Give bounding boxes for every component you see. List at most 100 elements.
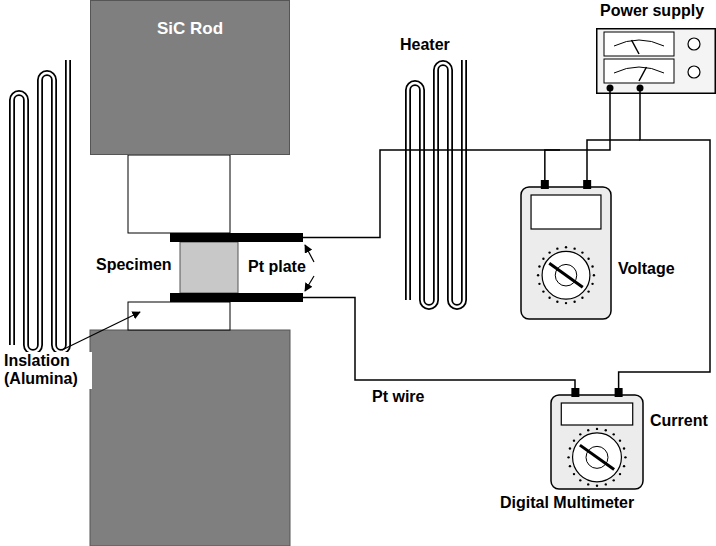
leader-arrow <box>62 312 140 350</box>
digital-multimeter-drawing <box>520 180 612 320</box>
dial-tick <box>573 439 575 441</box>
meter-display <box>561 403 632 425</box>
part-label: Heater <box>400 36 450 54</box>
part-label: Pt wire <box>372 388 424 406</box>
heater-coil <box>408 60 464 307</box>
dial-tick <box>624 456 626 458</box>
dial-tick <box>565 302 567 304</box>
dial-tick <box>548 297 550 299</box>
analog-meter <box>604 32 674 56</box>
pt-plate <box>170 233 303 242</box>
meter-terminal <box>615 388 623 397</box>
meter-body <box>551 395 643 489</box>
dial-tick <box>565 246 567 248</box>
heater-coil <box>12 60 68 352</box>
meter-scale <box>614 40 664 46</box>
dial-tick <box>593 274 595 276</box>
dial-tick <box>605 429 607 431</box>
part-label: Inslation (Alumina) <box>2 352 92 389</box>
dial-tick <box>548 251 550 253</box>
part-label: Pt plate <box>248 258 306 276</box>
text-anchor: Voltage <box>618 260 675 278</box>
output-terminal <box>637 85 644 92</box>
dial-tick <box>538 265 540 267</box>
node-sublabel: Digital Multimeter <box>500 494 634 512</box>
control-knob <box>688 38 700 50</box>
dial-tick <box>542 290 544 292</box>
control-knob <box>688 66 700 78</box>
dial-tick <box>591 265 593 267</box>
dial-tick <box>613 433 615 435</box>
digital-multimeter-drawing <box>550 388 644 490</box>
wire <box>587 140 640 180</box>
alumina-insulation <box>128 302 230 330</box>
text-anchor: Power supply <box>600 2 704 20</box>
meter-display <box>531 195 601 229</box>
dial-pointer <box>549 263 582 287</box>
supply-body <box>597 29 716 94</box>
dial-tick <box>579 433 581 435</box>
dial-tick <box>623 465 625 467</box>
dial-tick <box>569 465 571 467</box>
heater-coil <box>408 60 464 307</box>
dial-tick <box>613 479 615 481</box>
meter-dial <box>542 251 590 299</box>
dial-tick <box>591 283 593 285</box>
meter-needle <box>632 40 640 54</box>
heater-coil <box>12 60 68 352</box>
dial-tick <box>587 429 589 431</box>
dial-tick <box>596 428 598 430</box>
dial-tick <box>567 456 569 458</box>
text-anchor: Current <box>650 412 708 430</box>
digital-multimeter: Voltage <box>520 180 612 320</box>
meter-terminal <box>541 180 549 189</box>
digital-multimeter: CurrentDigital Multimeter <box>550 388 644 490</box>
sic-rod: SiC Rod <box>90 0 290 155</box>
dial-tick <box>573 473 575 475</box>
text-anchor: SiC Rod <box>91 19 289 39</box>
dial-tick <box>581 297 583 299</box>
sic-rod-bottom <box>90 330 290 546</box>
dial-tick <box>581 251 583 253</box>
power-supply: Power supply <box>596 28 716 94</box>
specimen <box>180 242 238 293</box>
label-anchor: Specimen <box>96 256 172 274</box>
part-label: Specimen <box>96 256 172 274</box>
text-anchor: Digital Multimeter <box>500 494 634 512</box>
meter-body <box>521 187 611 319</box>
dial-tick <box>573 301 575 303</box>
dial-tick <box>587 290 589 292</box>
label-anchor: Pt plate <box>248 258 306 276</box>
leader-arrow <box>305 245 314 262</box>
dial-tick <box>556 247 558 249</box>
dial-pointer <box>580 445 614 469</box>
node-label: Current <box>650 412 708 430</box>
dial-tick <box>596 485 598 487</box>
meter-terminal <box>571 388 579 397</box>
dial-tick <box>605 483 607 485</box>
meter-dial <box>573 433 622 482</box>
leader-arrow <box>305 276 314 291</box>
node-label: Voltage <box>618 260 675 278</box>
label-anchor: Heater <box>400 36 450 54</box>
dial-tick <box>537 274 539 276</box>
power-supply-drawing <box>596 28 716 94</box>
dial-tick <box>542 258 544 260</box>
dial-tick <box>556 301 558 303</box>
label-anchor: Pt wire <box>372 388 424 406</box>
alumina-insulation <box>128 155 230 233</box>
dial-tick <box>573 247 575 249</box>
dial-tick <box>538 283 540 285</box>
dial-tick <box>619 439 621 441</box>
dial-tick <box>579 479 581 481</box>
dial-tick <box>569 447 571 449</box>
dial-tick <box>587 483 589 485</box>
meter-scale <box>614 67 664 73</box>
dial-tick <box>587 258 589 260</box>
node-label: Power supply <box>600 2 704 20</box>
node-label: SiC Rod <box>91 19 289 39</box>
analog-meter <box>604 59 674 83</box>
meter-needle <box>639 67 647 81</box>
dial-tick <box>623 447 625 449</box>
wire-connector <box>619 94 710 388</box>
